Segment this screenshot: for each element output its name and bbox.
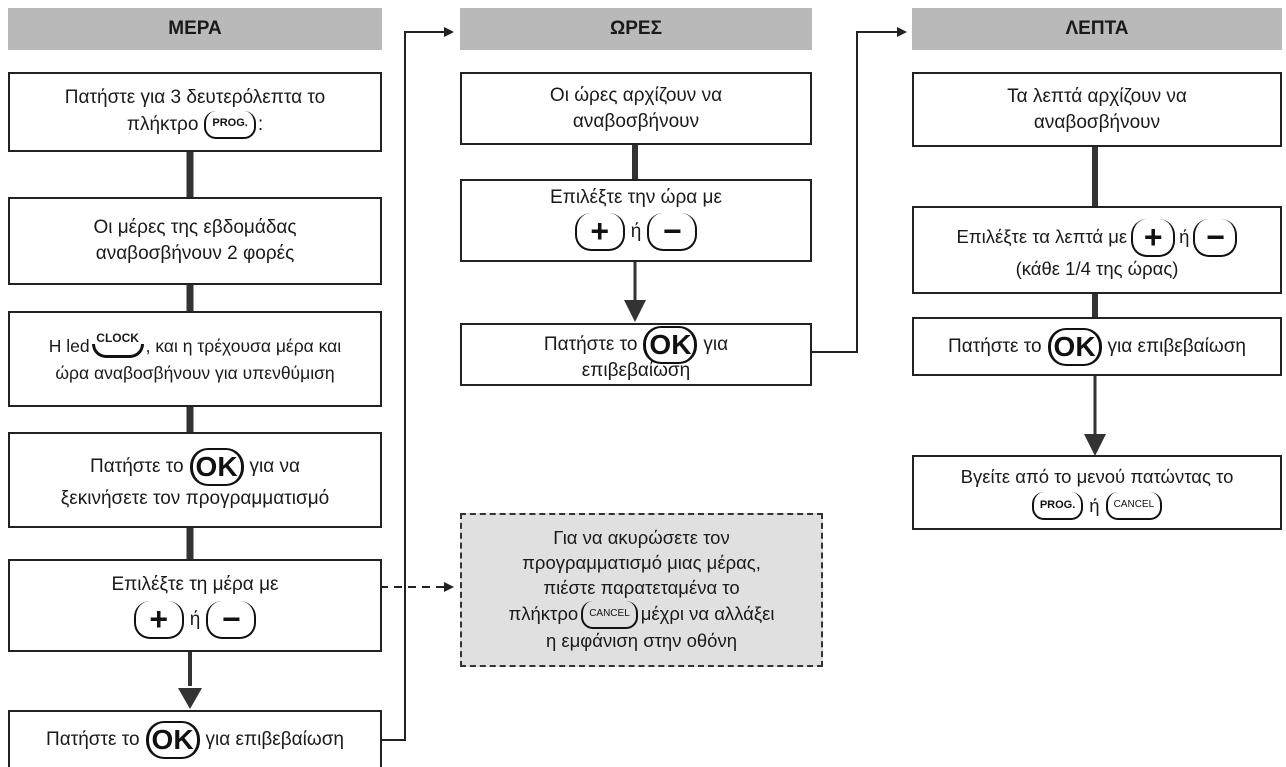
text-line: Για να ακυρώσετε τον	[553, 527, 730, 549]
text-line: πιέστε παρατεταμένα το	[543, 577, 740, 598]
ok-key-icon: OK	[643, 325, 698, 364]
connector-hours-to-minutes	[812, 27, 907, 353]
text-line: (κάθε 1/4 της ώρας)	[1015, 257, 1179, 279]
clock-key-icon: CLOCK	[91, 331, 144, 359]
text-line: επιβεβαίωση	[581, 359, 691, 381]
text-line: για	[703, 333, 729, 355]
text-line: αναβοσβήνουν	[1033, 111, 1161, 133]
header-hours: ΩΡΕΣ	[460, 8, 812, 50]
text-line: Επιλέξτε την ώρα με	[550, 187, 722, 208]
hours-step-select: Επιλέξτε την ώρα με + ή −	[460, 179, 812, 262]
text-line: Πατήστε για 3 δευτερόλεπτα το	[64, 87, 326, 109]
days-step-clock-led: Η led CLOCK , και η τρέχουσα μέρα και ώρ…	[8, 311, 382, 407]
plus-key-icon: +	[574, 212, 625, 251]
text-line: ώρα αναβοσβήνουν για υπενθύμιση	[55, 363, 335, 384]
text-line: αναβοσβήνουν	[572, 110, 700, 132]
text-line: Επιλέξτε τη μέρα με	[111, 573, 279, 595]
text-or: ή	[630, 220, 642, 242]
minus-key-icon: −	[1193, 218, 1238, 257]
minutes-step-ok-confirm: Πατήστε το OK για επιβεβαίωση	[912, 317, 1282, 376]
header-minutes: ΛΕΠΤΑ	[912, 8, 1282, 50]
days-step-hold-prog: Πατήστε για 3 δευτερόλεπτα το πλήκτρο PR…	[8, 72, 382, 152]
text-or: ή	[189, 609, 201, 631]
minus-key-icon: −	[206, 601, 257, 640]
days-step-ok-start: Πατήστε το OK για να ξεκινήσετε τον προγ…	[8, 432, 382, 528]
arrowhead-m4	[1084, 434, 1106, 456]
plus-key-icon: +	[1131, 218, 1176, 257]
text-line: Πατήστε το	[89, 456, 184, 478]
arrowhead-h3	[624, 300, 646, 322]
text-line: αναβοσβήνουν 2 φορές	[95, 243, 295, 264]
text-line: Οι μέρες της εβδομάδας	[93, 217, 297, 239]
minutes-step-exit: Βγείτε από το μενού πατώντας το PROG. ή …	[912, 455, 1282, 530]
text-line: πλήκτρο	[126, 113, 199, 135]
header-days: ΜΕΡΑ	[8, 8, 382, 50]
hours-step-blink: Οι ώρες αρχίζουν να αναβοσβήνουν	[460, 72, 812, 145]
text-line: η εμφάνιση στην οθόνη	[545, 629, 738, 651]
text-line: Οι ώρες αρχίζουν να	[549, 84, 723, 106]
ok-key-icon: OK	[189, 448, 244, 487]
minutes-step-select: Επιλέξτε τα λεπτά με + ή − (κάθε 1/4 της…	[912, 206, 1282, 294]
text-line: , και η τρέχουσα μέρα και	[145, 335, 342, 356]
text-line: για να	[249, 456, 301, 478]
clock-key-label: CLOCK	[96, 331, 139, 346]
cancel-key-icon: CANCEL	[581, 600, 638, 629]
text-line: πλήκτρο	[508, 603, 579, 625]
text-led: Η led	[48, 335, 90, 356]
prog-key-icon: PROG.	[204, 110, 256, 139]
text-line: μέχρι να αλλάξει	[640, 603, 775, 625]
text-line: Πατήστε το	[45, 728, 140, 750]
text-line: Επιλέξτε τα λεπτά με	[956, 226, 1128, 248]
text-line: προγραμματισμό μιας μέρας,	[522, 552, 761, 574]
text-line: Πατήστε το	[947, 335, 1042, 357]
clock-key-arc	[91, 344, 144, 359]
minus-key-icon: −	[647, 212, 698, 251]
days-step-blink: Οι μέρες της εβδομάδας αναβοσβήνουν 2 φο…	[8, 197, 382, 285]
hours-step-ok-confirm: Πατήστε το OK για επιβεβαίωση	[460, 323, 812, 386]
connector-days-to-hours	[380, 27, 454, 741]
arrowhead-d6	[178, 688, 202, 709]
text-line: ξεκινήσετε τον προγραμματισμό	[60, 488, 330, 510]
text-line: Τα λεπτά αρχίζουν να	[1007, 85, 1187, 107]
plus-key-icon: +	[133, 601, 184, 640]
text-line: Βγείτε από το μενού πατώντας το	[960, 466, 1234, 488]
cancel-key-icon: CANCEL	[1105, 491, 1163, 520]
prog-key-icon: PROG.	[1031, 491, 1084, 520]
text-or: ή	[1089, 494, 1100, 516]
text-colon: :	[257, 113, 264, 135]
text-line: για επιβεβαίωση	[205, 728, 344, 750]
minutes-step-blink: Τα λεπτά αρχίζουν να αναβοσβήνουν	[912, 72, 1282, 147]
text-or: ή	[1179, 226, 1190, 248]
text-line: για επιβεβαίωση	[1107, 335, 1246, 357]
cancel-note: Για να ακυρώσετε τον προγραμματισμό μιας…	[460, 513, 823, 667]
text-line: Πατήστε το	[543, 333, 638, 355]
days-step-ok-confirm: Πατήστε το OK για επιβεβαίωση	[8, 710, 382, 767]
days-step-select-day: Επιλέξτε τη μέρα με + ή −	[8, 559, 382, 652]
ok-key-icon: OK	[145, 720, 200, 759]
ok-key-icon: OK	[1047, 327, 1102, 366]
